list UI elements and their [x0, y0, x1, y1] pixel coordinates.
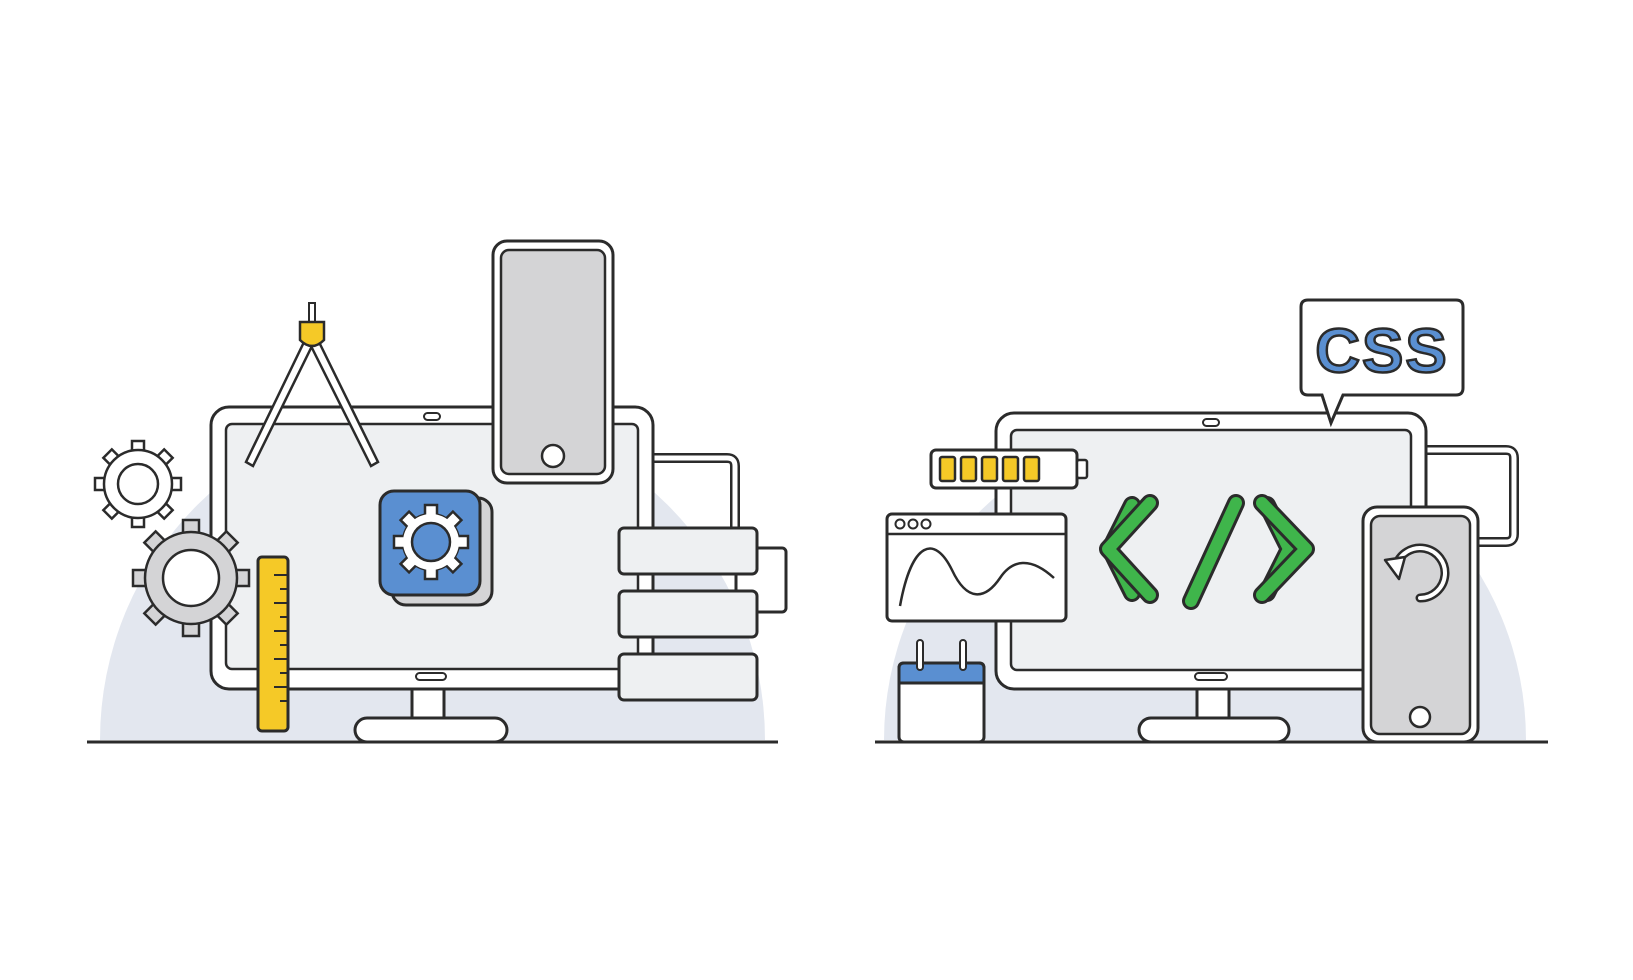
line-chart-icon [898, 547, 1055, 607]
settings-gear-icon [392, 503, 470, 581]
calendar-icon [897, 639, 986, 744]
small-gear-icon [93, 439, 183, 529]
code-icon [1099, 494, 1315, 610]
battery-cells [938, 455, 1041, 483]
css-label: CSS [1315, 317, 1448, 386]
browser-window-icon [885, 512, 1068, 623]
battery-icon [929, 448, 1089, 490]
compass-icon [244, 302, 380, 468]
right-smartphone-icon [1361, 505, 1480, 744]
ruler-icon [256, 555, 290, 733]
settings-app-icon [378, 489, 494, 607]
left-smartphone-icon [491, 239, 615, 485]
refresh-icon [1383, 543, 1450, 603]
speech-bubble-icon: CSS [1299, 298, 1465, 428]
server-stack-icon [617, 526, 788, 702]
large-gear-icon [131, 518, 251, 638]
right-illustration: CSS [875, 298, 1548, 744]
left-illustration [87, 239, 788, 744]
right-monitor-stand [1137, 683, 1291, 744]
left-monitor-stand [353, 683, 509, 744]
